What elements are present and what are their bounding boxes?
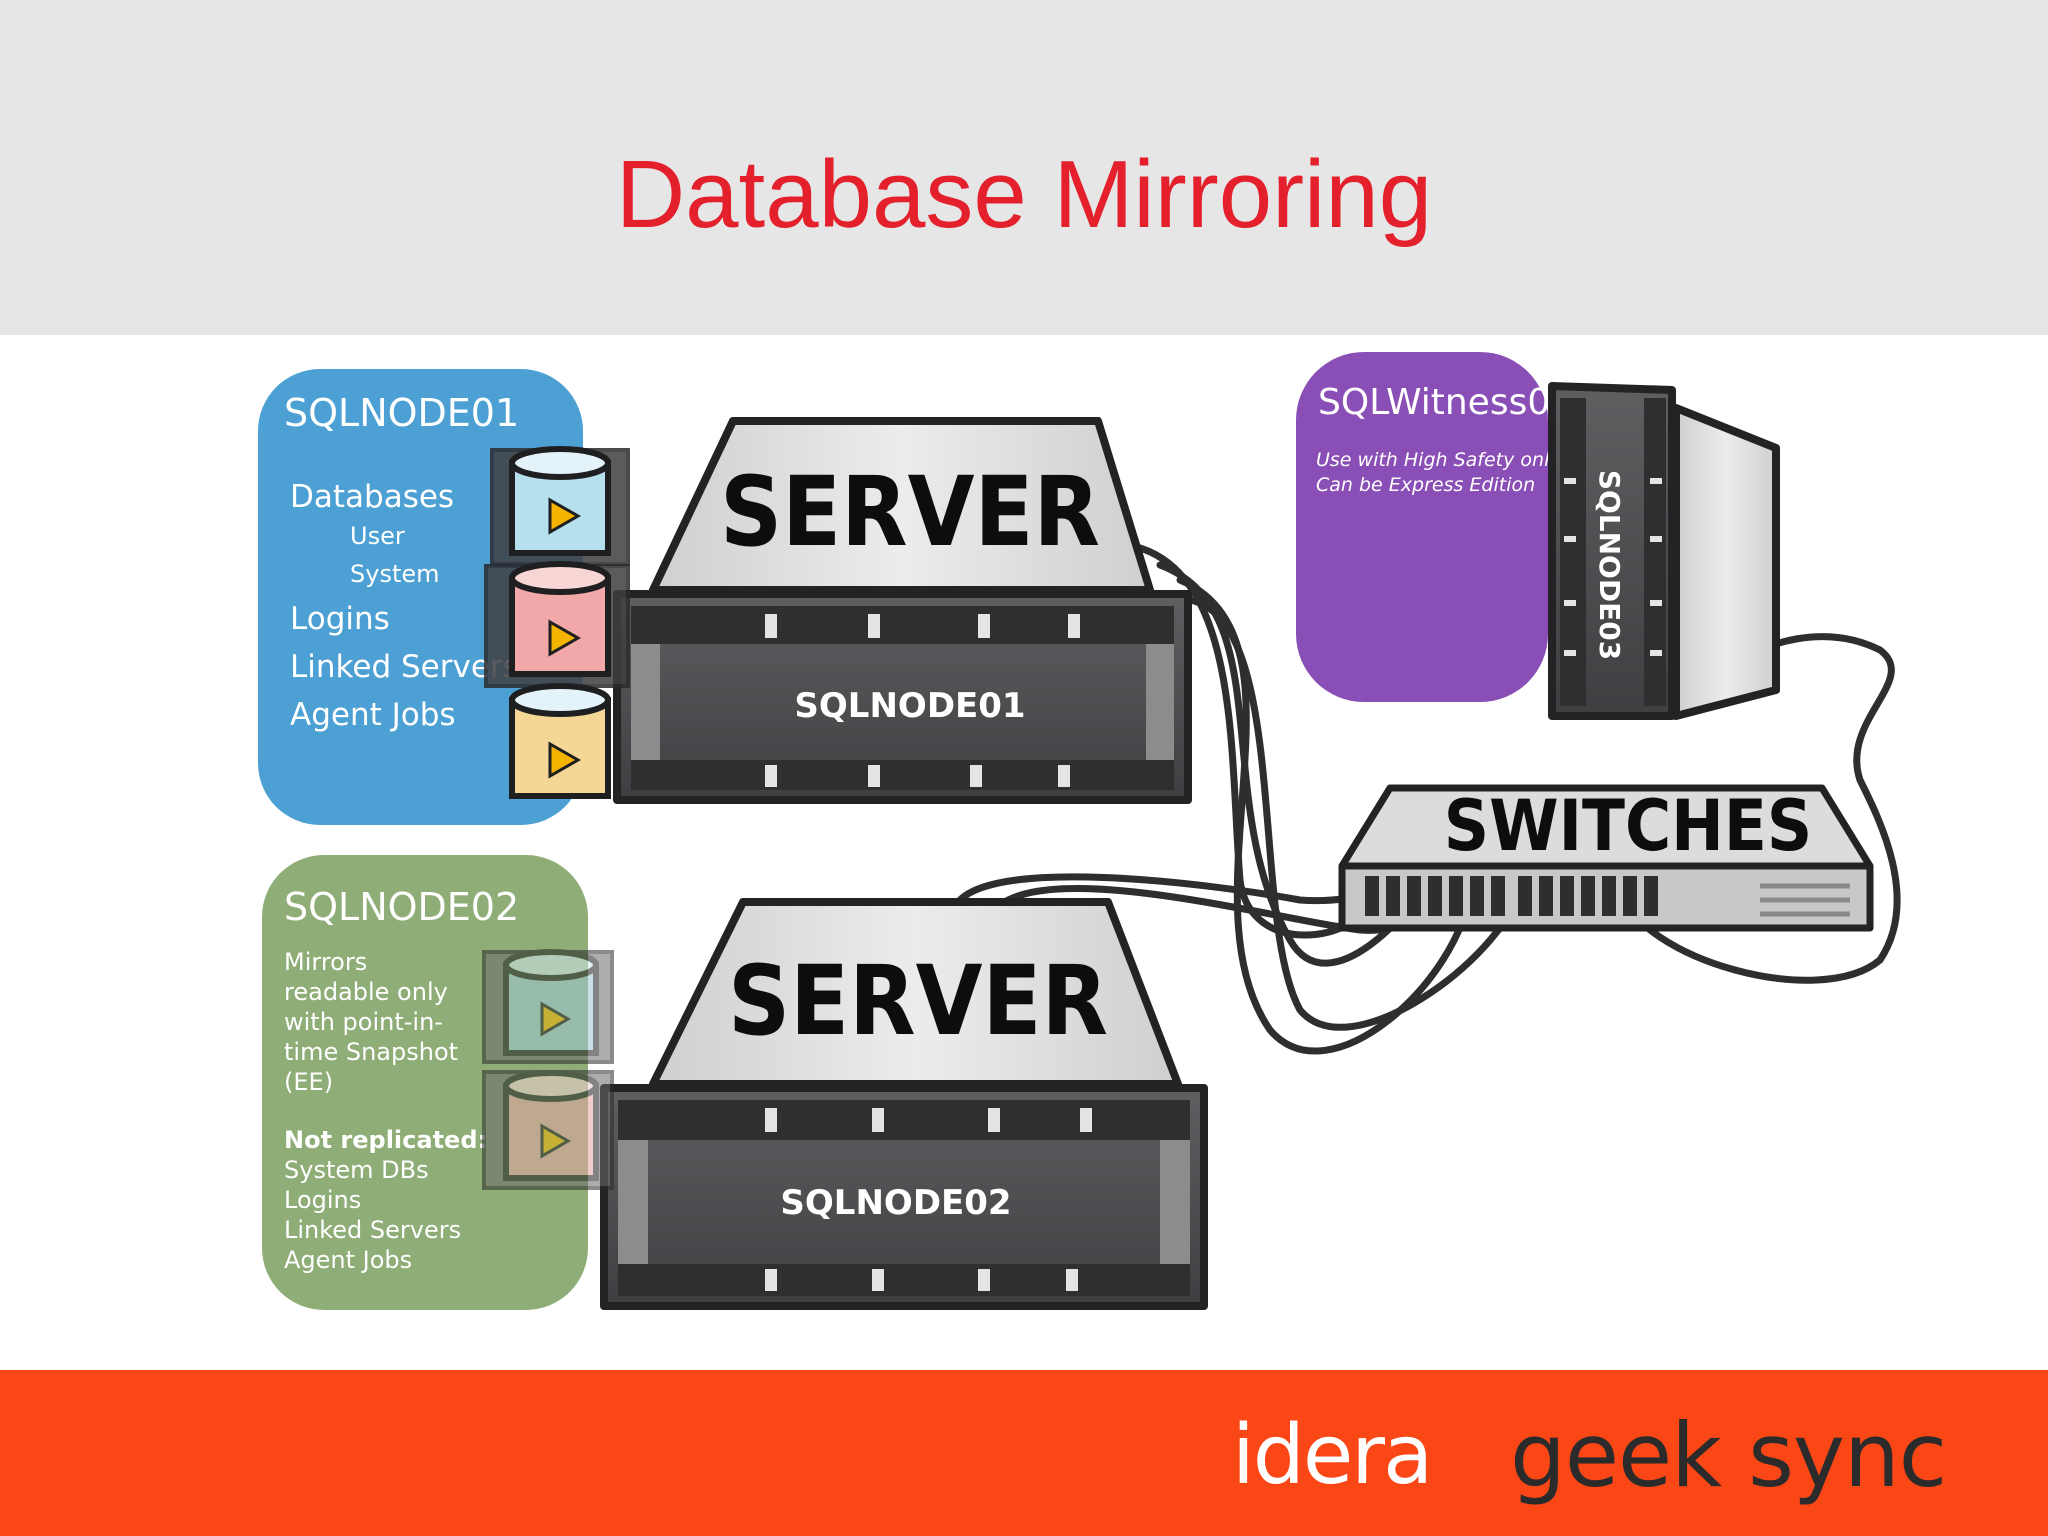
server-name: SQLNODE03 (1593, 470, 1626, 660)
database-icon (509, 683, 611, 799)
list-item: (EE) (284, 1068, 334, 1096)
server-sqlnode01: SERVER SQLNODE01 (613, 417, 1192, 804)
list-item: readable only (284, 978, 448, 1006)
slide-title: Database Mirroring (615, 141, 1433, 248)
server-sqlnode02: SERVER SQLNODE02 (600, 898, 1208, 1310)
server-label: SERVER (720, 456, 1100, 568)
list-item: User (350, 522, 405, 550)
list-item: Databases (290, 479, 455, 515)
server-name: SQLNODE01 (794, 686, 1025, 726)
geek-sync-logo: geek sync (1510, 1404, 1947, 1507)
switch-label: SWITCHES (1444, 785, 1813, 867)
list-item: Logins (290, 601, 390, 637)
list-item: Agent Jobs (284, 1246, 413, 1274)
server-sqlnode03: SQLNODE03 (1548, 382, 1780, 720)
sqlnode02-panel-title: SQLNODE02 (284, 885, 520, 929)
network-switch: SWITCHES (1338, 784, 1874, 932)
witness-note: Can be Express Edition (1316, 474, 1536, 496)
list-item: Logins (284, 1186, 362, 1214)
sqlnode01-panel-title: SQLNODE01 (284, 391, 520, 435)
list-item: Agent Jobs (290, 697, 456, 733)
list-item: Linked Servers (290, 649, 519, 685)
list-item: Linked Servers (284, 1216, 462, 1244)
sqlwitness01-panel: SQLWitness01 Use with High Safety only C… (1296, 352, 1573, 702)
idera-logo: idera (1232, 1408, 1433, 1503)
database-icon (482, 1070, 614, 1190)
list-item: with point-in- (284, 1008, 443, 1036)
database-icon (490, 446, 630, 566)
list-item: Mirrors (284, 948, 368, 976)
witness-note: Use with High Safety only (1316, 449, 1561, 471)
header-band (0, 0, 2048, 335)
server-label: SERVER (728, 945, 1108, 1057)
server-name: SQLNODE02 (780, 1183, 1011, 1223)
list-item: System (350, 560, 440, 588)
list-item: time Snapshot (284, 1038, 459, 1066)
list-item: System DBs (284, 1156, 429, 1184)
footer-band (0, 1370, 2048, 1536)
database-icon (484, 561, 630, 688)
database-icon (482, 949, 614, 1064)
not-replicated-heading: Not replicated: (284, 1126, 488, 1154)
sqlwitness01-panel-title: SQLWitness01 (1318, 382, 1574, 423)
